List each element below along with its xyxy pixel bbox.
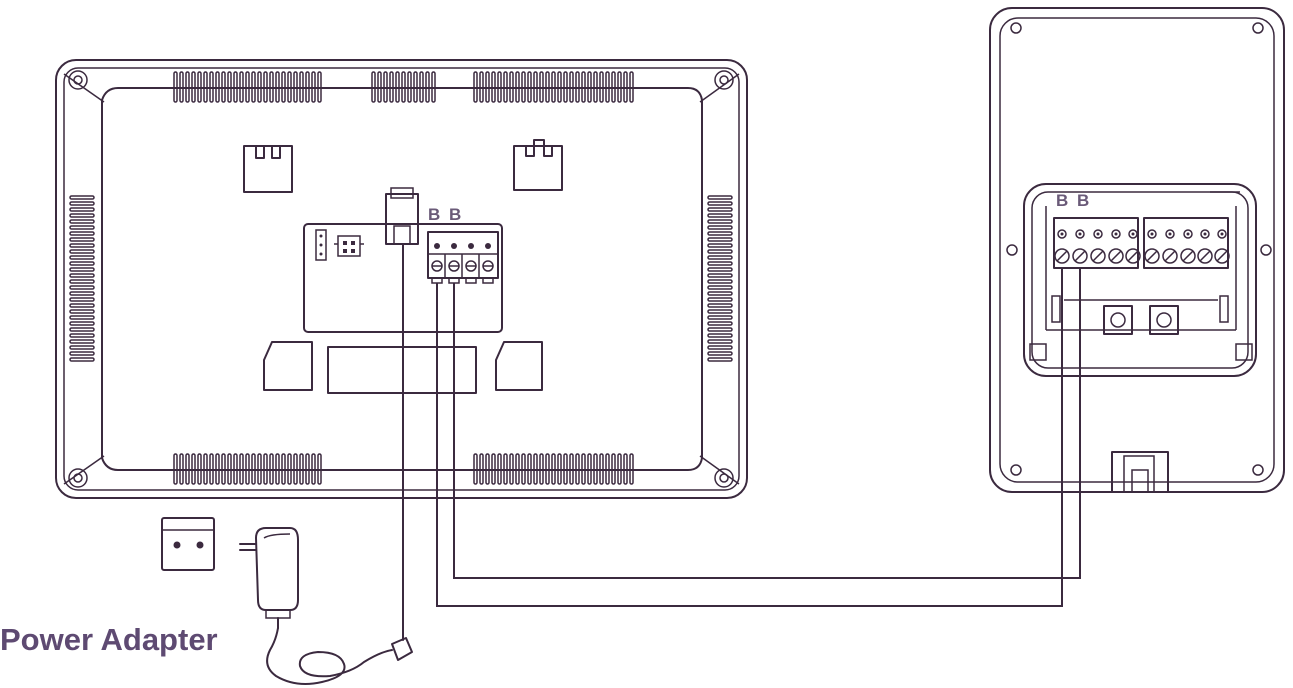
door-station-board-recess (1023, 183, 1257, 377)
monitor-terminal-label: B B (428, 205, 463, 224)
vent-grille (473, 71, 634, 103)
two-wire-bus (436, 268, 1081, 607)
screw-icon (68, 468, 88, 488)
vent-grille (371, 71, 436, 103)
indoor-monitor: B B (55, 59, 748, 499)
adjust-button-icon (1103, 305, 1133, 335)
screw-icon (1006, 244, 1018, 256)
monitor-back-panel (101, 87, 703, 471)
vent-grille (173, 71, 322, 103)
jumper-pins (1051, 295, 1061, 323)
jumper-pins (1219, 295, 1229, 323)
corner-bevel (63, 73, 105, 103)
monitor-outer-frame (55, 59, 748, 499)
screw-icon (714, 70, 734, 90)
vent-grille (473, 453, 634, 485)
door-station: B B (989, 7, 1285, 493)
door-station-terminals (1054, 229, 1230, 264)
dc-plug (391, 627, 413, 661)
screw-icon (1260, 244, 1272, 256)
door-station-inner-frame (999, 17, 1275, 483)
mounting-hook (243, 145, 293, 193)
corner-bevel (63, 455, 105, 485)
plug-socket-icon (161, 517, 215, 571)
screw-icon (1252, 464, 1264, 476)
bottom-latch (1111, 451, 1169, 493)
vent-grille (707, 195, 733, 362)
power-adapter-label: Power Adapter (0, 622, 218, 657)
wire-b1 (436, 268, 1063, 607)
adapter-body (239, 527, 299, 629)
power-adapter (161, 517, 413, 685)
screw-icon (1010, 464, 1022, 476)
door-station-terminal-block (1053, 217, 1229, 269)
vent-grille (173, 453, 322, 485)
jumper-pins (315, 229, 327, 261)
mounting-hook (495, 341, 543, 391)
vent-grilles (69, 71, 733, 485)
monitor-inner-frame (63, 67, 740, 491)
screw-icon (68, 70, 88, 90)
mounting-hook (263, 341, 313, 391)
mounting-hook (513, 139, 563, 191)
power-jack (385, 187, 419, 245)
adjust-button-icon (1149, 305, 1179, 335)
board-outline (1045, 206, 1237, 331)
door-station-terminal-label: B B (1056, 191, 1091, 210)
dip-switch-icon (334, 235, 364, 257)
wire-b2 (453, 268, 1081, 579)
screw-icon (1252, 22, 1264, 34)
monitor-terminal-block (427, 231, 499, 284)
coiled-cable (266, 627, 393, 685)
vent-grille (69, 195, 95, 362)
door-station-board (1031, 191, 1249, 369)
screw-icon (1010, 22, 1022, 34)
screw-icon (714, 468, 734, 488)
